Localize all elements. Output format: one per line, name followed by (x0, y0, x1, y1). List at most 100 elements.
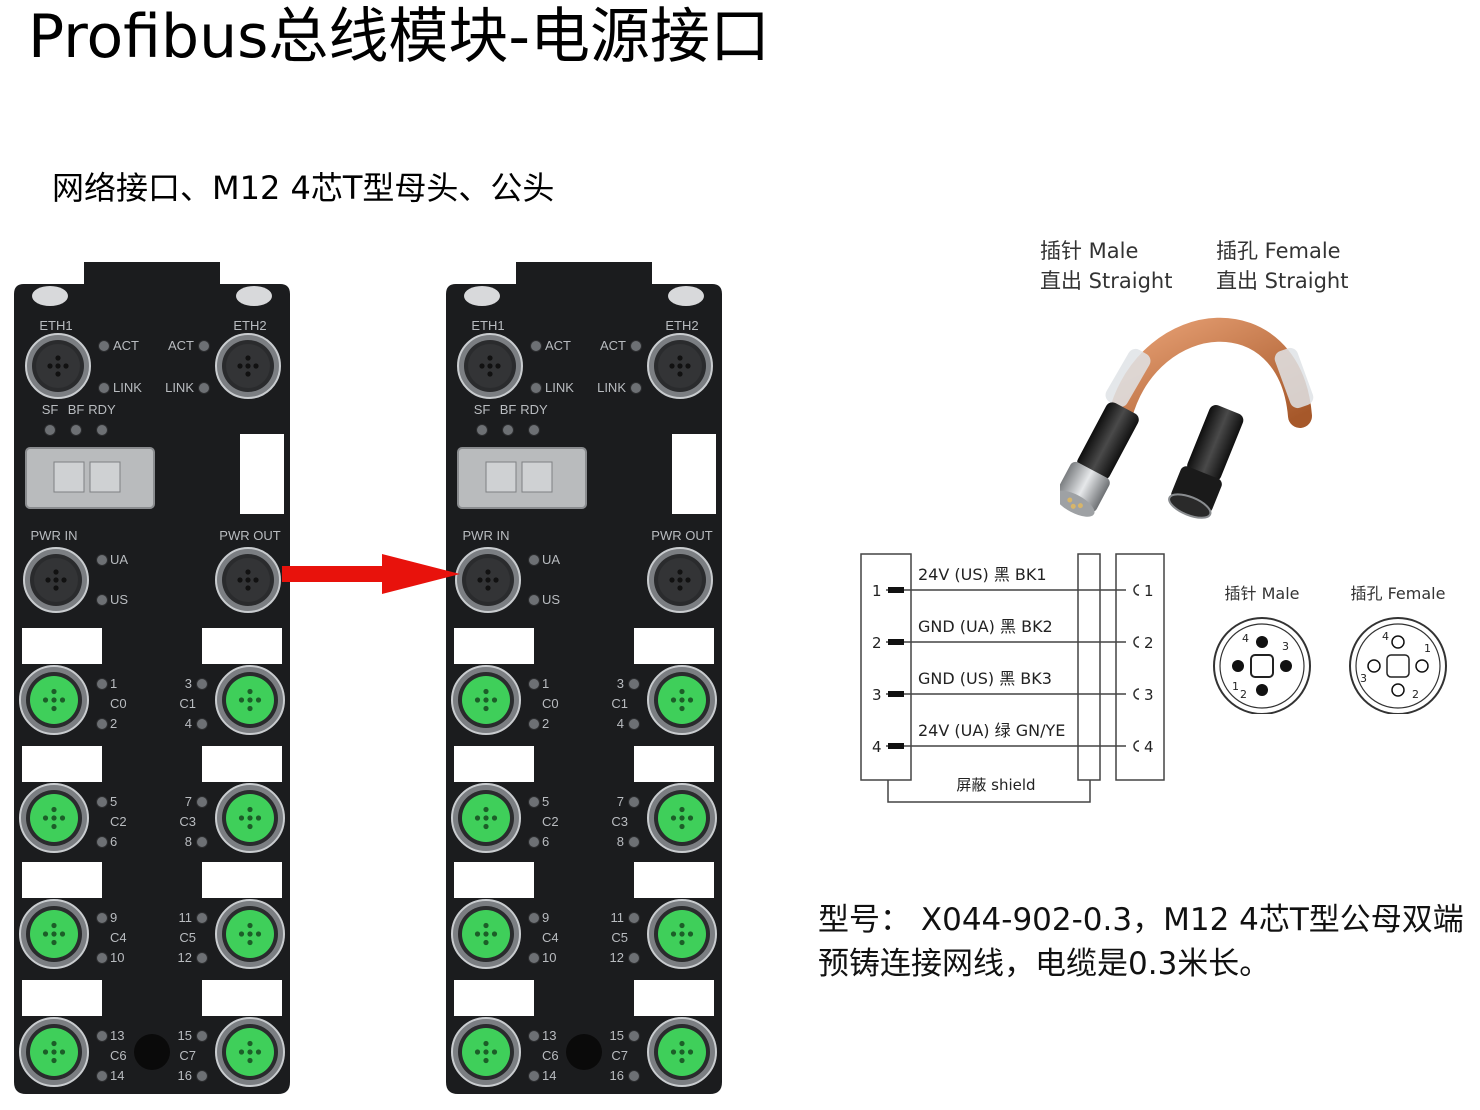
module-left-ch2-rt: 11 (179, 910, 193, 925)
model-description: 型号： X044-902-0.3，M12 4芯T型公母双端预铸连接网线，电缆是0… (818, 902, 1464, 982)
module-left-ch0-lb: 2 (110, 716, 117, 731)
module-right-ch0-lm: C0 (542, 696, 559, 711)
module-left-ch3-lt: 13 (110, 1028, 124, 1043)
module-right-eth2-port (647, 333, 713, 399)
wire-pin-right-2: 2 (1144, 634, 1154, 652)
module-left-io-port-left-3 (19, 1017, 89, 1087)
module-right-label-plate (672, 434, 716, 514)
slide-title: Profibus总线模块-电源接口 (28, 2, 771, 72)
module-right-ch1-rb: 8 (617, 834, 624, 849)
module-right-eth1-label: ETH1 (471, 318, 504, 333)
module-right-ch3-rm: C7 (611, 1048, 628, 1063)
module-left-ch3-lm: C6 (110, 1048, 127, 1063)
module-right-label-left-0 (454, 628, 534, 664)
female-connector (1168, 405, 1244, 519)
module-right-pwr-out-port (647, 547, 713, 613)
module-left-ch3-lb: 14 (110, 1068, 124, 1083)
module-right-label-left-3 (454, 980, 534, 1016)
module-right-link2-label: LINK (597, 380, 626, 395)
module-right-io-port-right-2 (647, 899, 717, 969)
wire-label-2: GND (UA) 黑 BK2 (918, 617, 1053, 636)
module-right-ch1-lt: 5 (542, 794, 549, 809)
module-left-eth1-label: ETH1 (39, 318, 72, 333)
module-right-label-right-2 (634, 862, 714, 898)
cable-female-label: 插孔 Female 直出 Straight (1216, 236, 1348, 296)
module-left-io-port-left-1 (19, 783, 89, 853)
wire-pin-right-1: 1 (1144, 582, 1154, 600)
module-left-status-label-2: RDY (88, 402, 116, 417)
module-right-ch3-lm: C6 (542, 1048, 559, 1063)
module-left-label-right-1 (202, 746, 282, 782)
wire-pin-left-2: 2 (872, 634, 882, 652)
wire-pin-female-1 (1133, 584, 1140, 596)
module-right-ch3-rb: 16 (610, 1068, 624, 1083)
module-right-act2-label: ACT (600, 338, 626, 353)
module-right-io-port-right-0 (647, 665, 717, 735)
module-right-io-port-right-3 (647, 1017, 717, 1087)
module-left-ch1-rm: C3 (179, 814, 196, 829)
module-left-ua-label: UA (110, 552, 128, 567)
subtitle: 网络接口、M12 4芯T型母头、公头 (52, 169, 555, 207)
module-right-label-right-0 (634, 628, 714, 664)
module-left-io-port-left-0 (19, 665, 89, 735)
module-left-ch2-rm: C5 (179, 930, 196, 945)
module-right-ch0-lt: 1 (542, 676, 549, 691)
module-left-status-label-0: SF (42, 402, 59, 417)
module-right-ch2-lm: C4 (542, 930, 559, 945)
module-right-pwr-in-port (455, 547, 521, 613)
male-face: 插针 Male 4 3 1 2 (1202, 580, 1322, 730)
wire-pin-male-1 (888, 587, 904, 593)
female-pin-2: 2 (1412, 688, 1419, 701)
module-left-ch0-rb: 4 (185, 716, 192, 731)
module-left-label-plate (240, 434, 284, 514)
male-pin-face: 4 3 1 2 (1213, 617, 1311, 715)
module-left-ch1-rt: 7 (185, 794, 192, 809)
wire-pin-male-4 (888, 743, 904, 749)
module-right-ch1-lb: 6 (542, 834, 549, 849)
wire-pin-female-2 (1133, 636, 1140, 648)
module-left-label-left-0 (22, 628, 102, 664)
module-left-ch2-lt: 9 (110, 910, 117, 925)
module-left-act2-label: ACT (168, 338, 194, 353)
male-pin-4: 4 (1242, 632, 1249, 645)
module-right-link1-label: LINK (545, 380, 574, 395)
module-left-label-left-3 (22, 980, 102, 1016)
module-right-act1-label: ACT (545, 338, 571, 353)
module-left-label-right-0 (202, 628, 282, 664)
module-right-ch2-rm: C5 (611, 930, 628, 945)
module-left-eth2-label: ETH2 (233, 318, 266, 333)
module-left-pwr-out-label: PWR OUT (219, 528, 280, 543)
module-left-label-right-3 (202, 980, 282, 1016)
cable-male-label: 插针 Male 直出 Straight (1040, 236, 1172, 296)
wire-pin-left-3: 3 (872, 686, 882, 704)
module-left-pwr-out-port (215, 547, 281, 613)
module-right-pwr-out-label: PWR OUT (651, 528, 712, 543)
wire-pin-female-4 (1133, 740, 1140, 752)
module-left-ch1-lt: 5 (110, 794, 117, 809)
module-left-link2-label: LINK (165, 380, 194, 395)
module-left-ch1-rb: 8 (185, 834, 192, 849)
module-right-ch0-lb: 2 (542, 716, 549, 731)
module-left-io-port-right-2 (215, 899, 285, 969)
module-left-act1-label: ACT (113, 338, 139, 353)
module-left-ch0-lt: 1 (110, 676, 117, 691)
module-left-ch3-rb: 16 (178, 1068, 192, 1083)
wire-pin-male-2 (888, 639, 904, 645)
wire-pin-left-1: 1 (872, 582, 882, 600)
wire-pin-female-3 (1133, 688, 1140, 700)
male-connector (1060, 402, 1139, 517)
module-right-ua-label: UA (542, 552, 560, 567)
module-left-ch3-rt: 15 (178, 1028, 192, 1043)
female-pin-3: 3 (1360, 672, 1367, 685)
module-right-status-label-0: SF (474, 402, 491, 417)
module-left-io-port-right-1 (215, 783, 285, 853)
module-left-eth2-port (215, 333, 281, 399)
module-right-ch0-rb: 4 (617, 716, 624, 731)
connection-arrow (282, 554, 460, 594)
module-right-eth1-port (457, 333, 523, 399)
module-left-ch3-rm: C7 (179, 1048, 196, 1063)
module-right-pwr-in-label: PWR IN (463, 528, 510, 543)
module-left-io-port-right-0 (215, 665, 285, 735)
